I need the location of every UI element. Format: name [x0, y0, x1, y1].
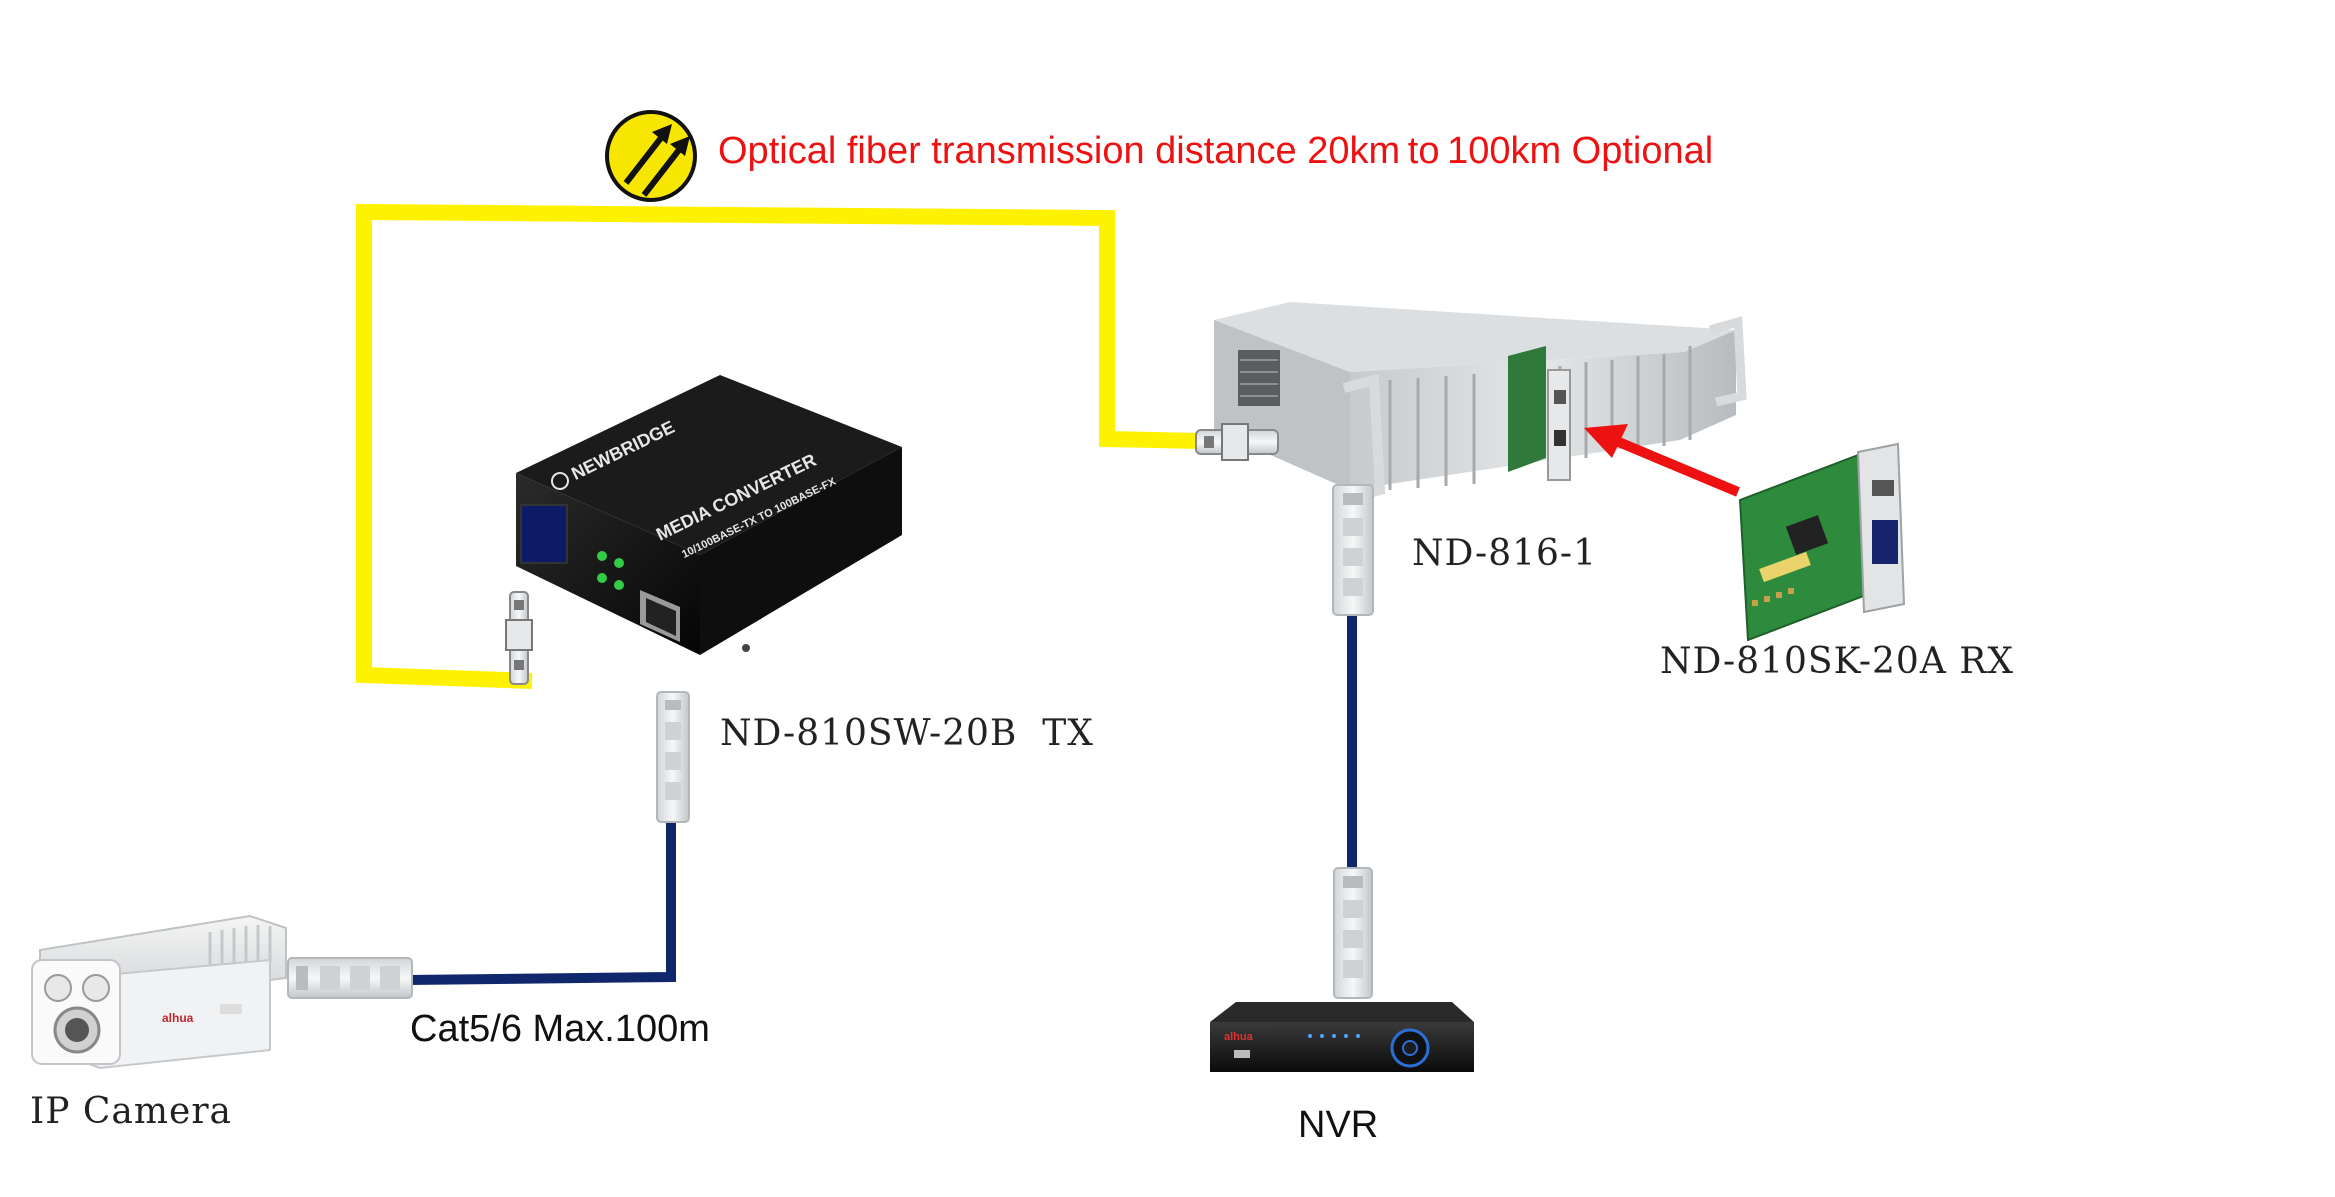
tx-media-converter: NEWBRIDGE MEDIA CONVERTER 10/100BASE-TX …	[516, 375, 902, 655]
tx-fiber-connector	[505, 591, 533, 685]
tx-label: ND-810SW-20B TX	[720, 713, 1094, 754]
utp-cable-camera-tx	[407, 822, 676, 985]
tx-rj45-plug	[656, 691, 690, 823]
chassis-label: ND-816-1	[1412, 533, 1597, 574]
rx-label: ND-810SK-20A RX	[1660, 641, 2014, 682]
fiber-cable	[356, 203, 1201, 689]
fiber-distance-banner: Optical fiber transmission distance 20km…	[718, 130, 1714, 172]
chassis-nd-816-1	[1214, 302, 1747, 503]
fiber-arrows-icon	[605, 110, 697, 202]
nvr-rj45-plug	[1333, 867, 1373, 999]
red-pointer-arrow-icon	[1584, 424, 1740, 497]
camera-rj45-plug	[287, 957, 413, 999]
nvr-label: NVR	[1298, 1104, 1379, 1146]
chassis-rj45-plug	[1332, 484, 1374, 616]
camera-brand-text: alhua	[162, 1011, 194, 1025]
cable-label: Cat5/6 Max.100m	[410, 1008, 710, 1050]
nvr: alhua	[1210, 1002, 1474, 1072]
camera-label: IP Camera	[30, 1091, 233, 1132]
rx-card-module	[1738, 442, 1906, 642]
nvr-brand-text: alhua	[1224, 1031, 1254, 1043]
chassis-fiber-connector	[1195, 423, 1279, 461]
ip-camera: alhua	[31, 914, 287, 1070]
